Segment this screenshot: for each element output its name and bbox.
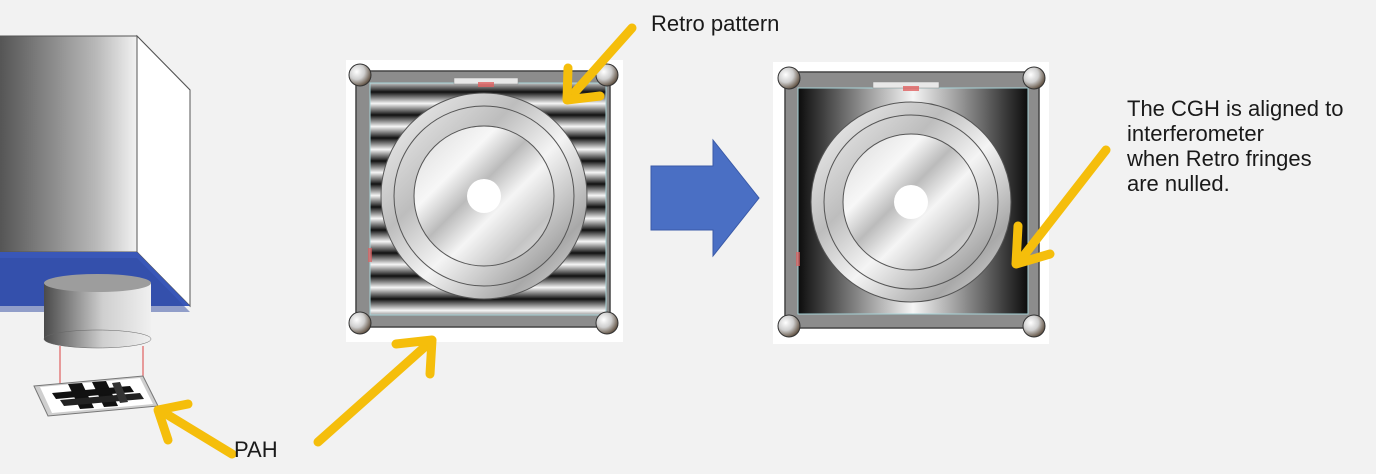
cgh-before-panel	[346, 60, 623, 342]
pointer-arrow-pah-target	[153, 399, 237, 459]
cgh-alignment-note: The CGH is aligned to interferometer whe…	[1127, 96, 1372, 196]
pah-target-icon	[33, 375, 159, 417]
cgh-note-line: are nulled.	[1127, 171, 1230, 196]
pah-label: PAH	[234, 437, 278, 462]
retro-pattern-label: Retro pattern	[651, 11, 780, 36]
cgh-note-line: The CGH is aligned to	[1127, 96, 1344, 121]
pointer-arrow-cgh	[1011, 145, 1111, 269]
flow-arrow-icon	[650, 138, 760, 258]
pointer-arrow-retro	[562, 23, 637, 105]
cgh-after-panel	[773, 62, 1049, 344]
interferometer-icon	[0, 34, 191, 392]
pointer-arrow-pah-panel	[313, 335, 437, 447]
cgh-note-line: when Retro fringes	[1127, 146, 1312, 171]
cgh-note-line: interferometer	[1127, 121, 1264, 146]
